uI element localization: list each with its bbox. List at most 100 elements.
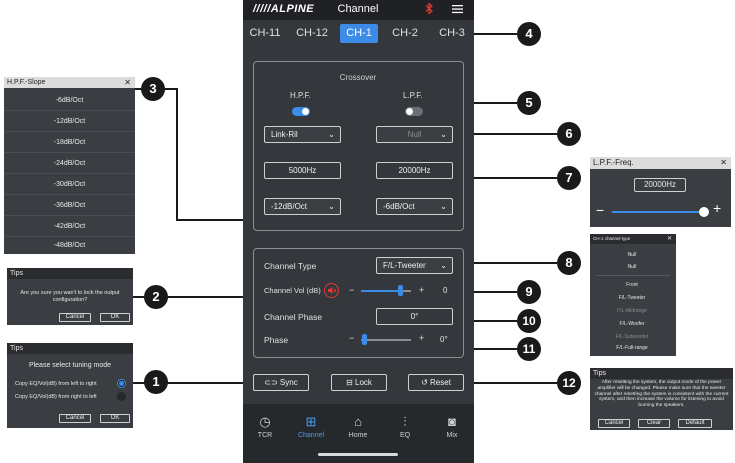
channel-type-option[interactable]: F/L-Full-range (616, 345, 648, 351)
lock-button[interactable]: ⊟ Lock (331, 374, 387, 391)
channel-type-select[interactable]: F/L-Tweeter⌄ (376, 257, 453, 274)
lock-tips-dialog: Tips Are you sure you wan't to lock the … (7, 268, 133, 325)
phase-plus-button[interactable]: + (419, 333, 425, 343)
channel-type-option[interactable]: F/L-Tweeter (618, 295, 646, 301)
vol-slider-handle[interactable] (398, 285, 403, 296)
channel-phase-field[interactable]: 0° (376, 308, 453, 325)
slope-option[interactable]: -6dB/Oct (4, 90, 135, 111)
lpf-filter-select[interactable]: Null⌄ (376, 126, 453, 143)
callout-line-8 (474, 262, 557, 264)
sync-option-left-to-right[interactable]: Copy EQ/Vol(dB) from left to right (15, 381, 97, 387)
close-icon[interactable]: ✕ (720, 158, 727, 167)
reset-default-button[interactable]: Default (678, 419, 712, 428)
phase-minus-button[interactable]: − (349, 333, 355, 343)
tab-ch-12[interactable]: CH-12 (296, 27, 328, 39)
channel-phase-label: Channel Phase (264, 312, 323, 322)
timer-icon: ◷ (259, 414, 271, 429)
crossover-panel (253, 61, 464, 231)
sync-cancel-button[interactable]: Cancel (59, 414, 91, 423)
vol-slider-fill (361, 290, 400, 292)
hpf-freq-field[interactable]: 5000Hz (264, 162, 341, 179)
hpf-toggle[interactable] (292, 107, 310, 116)
lpf-freq-slider-handle[interactable] (699, 207, 710, 217)
lpf-freq-minus-button[interactable]: − (596, 202, 605, 218)
phase-slider-handle[interactable] (361, 334, 367, 345)
tab-ch-11[interactable]: CH-11 (249, 27, 281, 39)
sync-label: Sync (279, 378, 298, 387)
hpf-slope-select[interactable]: -12dB/Oct⌄ (264, 198, 341, 215)
slope-option[interactable]: -48dB/Oct (53, 242, 86, 249)
hpf-slope-title: H.P.F.-Slope✕ (4, 77, 135, 88)
close-icon[interactable]: ✕ (124, 78, 131, 87)
channel-type-option[interactable]: Null (627, 252, 637, 258)
channel-type-label: Channel Type (264, 261, 317, 271)
reset-tips-dialog: Tips After resetting the system, the out… (590, 368, 733, 430)
chevron-down-icon: ⌄ (440, 261, 447, 270)
slope-option[interactable]: -24dB/Oct (4, 153, 135, 174)
lpf-freq-field[interactable]: 20000Hz (376, 162, 453, 179)
phase-label: Phase (264, 335, 289, 345)
callout-line-10 (474, 320, 517, 322)
hpf-label: H.P.F. (290, 91, 311, 100)
channel-type-option[interactable]: Front (626, 282, 638, 288)
lock-ok-button[interactable]: OK (100, 313, 130, 322)
close-icon[interactable]: ✕ (666, 236, 672, 242)
menu-icon[interactable] (452, 3, 463, 17)
slope-option[interactable]: -12dB/Oct (4, 111, 135, 132)
callout-10: 10 (517, 309, 541, 333)
vol-minus-button[interactable]: − (349, 285, 355, 295)
tab-ch-3[interactable]: CH-3 (439, 27, 465, 39)
lpf-slope-select[interactable]: -6dB/Oct ⌄ (376, 198, 453, 215)
slope-option[interactable]: -42dB/Oct (4, 216, 135, 237)
hpf-filter-select[interactable]: Link-Ril⌄ (264, 126, 341, 143)
lock-tips-message: Are you sure you wan't to lock the outpu… (20, 290, 120, 303)
lpf-toggle[interactable] (405, 107, 423, 116)
vol-value: 0 (443, 286, 448, 295)
radio-left-to-right[interactable] (117, 379, 126, 388)
lpf-freq-value[interactable]: 20000Hz (634, 178, 686, 192)
sync-button[interactable]: ⊂⊃ Sync (253, 374, 309, 391)
slope-option[interactable]: -18dB/Oct (4, 132, 135, 153)
callout-12: 12 (557, 371, 581, 395)
lpf-filter-value: Null (407, 130, 422, 139)
channel-vol-label: Channel Vol (dB) (264, 286, 321, 295)
nav-tcr[interactable]: ◷TCR (245, 414, 285, 439)
lock-cancel-button[interactable]: Cancel (59, 313, 91, 322)
phase-slider-track[interactable] (361, 339, 411, 341)
lpf-freq-slider-track[interactable] (612, 211, 709, 213)
channel-type-option[interactable]: F/L-Subwoofer (615, 334, 649, 340)
sync-option-right-to-left[interactable]: Copy EQ/Vol(dB) from right to left (15, 394, 97, 400)
reset-clear-button[interactable]: Clear (638, 419, 670, 428)
hpf-slope-value: -12dB/Oct (271, 202, 308, 211)
phone-screen: /////ALPINE Channel CH-11 CH-12 CH-1 CH-… (243, 0, 474, 463)
callout-line-1 (133, 382, 243, 384)
lock-icon: ⊟ (346, 378, 353, 387)
equalizer-icon: ⫶ (403, 414, 407, 429)
callout-1: 1 (144, 370, 168, 394)
callout-7: 7 (557, 166, 581, 190)
reset-tips-message: After resetting the system, the output m… (594, 380, 729, 409)
lpf-slope-value: -6dB/Oct (383, 202, 415, 211)
sync-ok-button[interactable]: OK (100, 414, 130, 423)
slope-option[interactable]: -36dB/Oct (4, 195, 135, 216)
slope-option[interactable]: -30dB/Oct (4, 174, 135, 195)
channel-type-option[interactable]: F/L-Midrange (617, 308, 647, 314)
tab-ch-1[interactable]: CH-1 (340, 24, 378, 43)
page-title: Channel (337, 3, 379, 15)
nav-eq[interactable]: ⫶EQ (385, 414, 425, 439)
mute-icon[interactable] (324, 283, 339, 298)
channel-type-option[interactable]: F/L-Woofer (619, 321, 645, 327)
nav-channel[interactable]: ⊞Channel (291, 414, 331, 439)
bluetooth-icon[interactable] (425, 2, 434, 18)
chevron-down-icon: ⌄ (440, 202, 447, 211)
radio-right-to-left[interactable] (117, 392, 126, 401)
nav-mix[interactable]: ◙Mix (432, 414, 472, 439)
channel-type-option[interactable]: Null (627, 264, 637, 270)
vol-plus-button[interactable]: + (419, 285, 425, 295)
reset-cancel-button[interactable]: Cancel (598, 419, 630, 428)
hpf-slope-panel: H.P.F.-Slope✕ -6dB/Oct -12dB/Oct -18dB/O… (4, 77, 135, 254)
nav-home[interactable]: ⌂Home (338, 414, 378, 439)
lpf-freq-plus-button[interactable]: + (713, 200, 722, 216)
tab-ch-2[interactable]: CH-2 (392, 27, 418, 39)
reset-button[interactable]: ↺ Reset (408, 374, 464, 391)
